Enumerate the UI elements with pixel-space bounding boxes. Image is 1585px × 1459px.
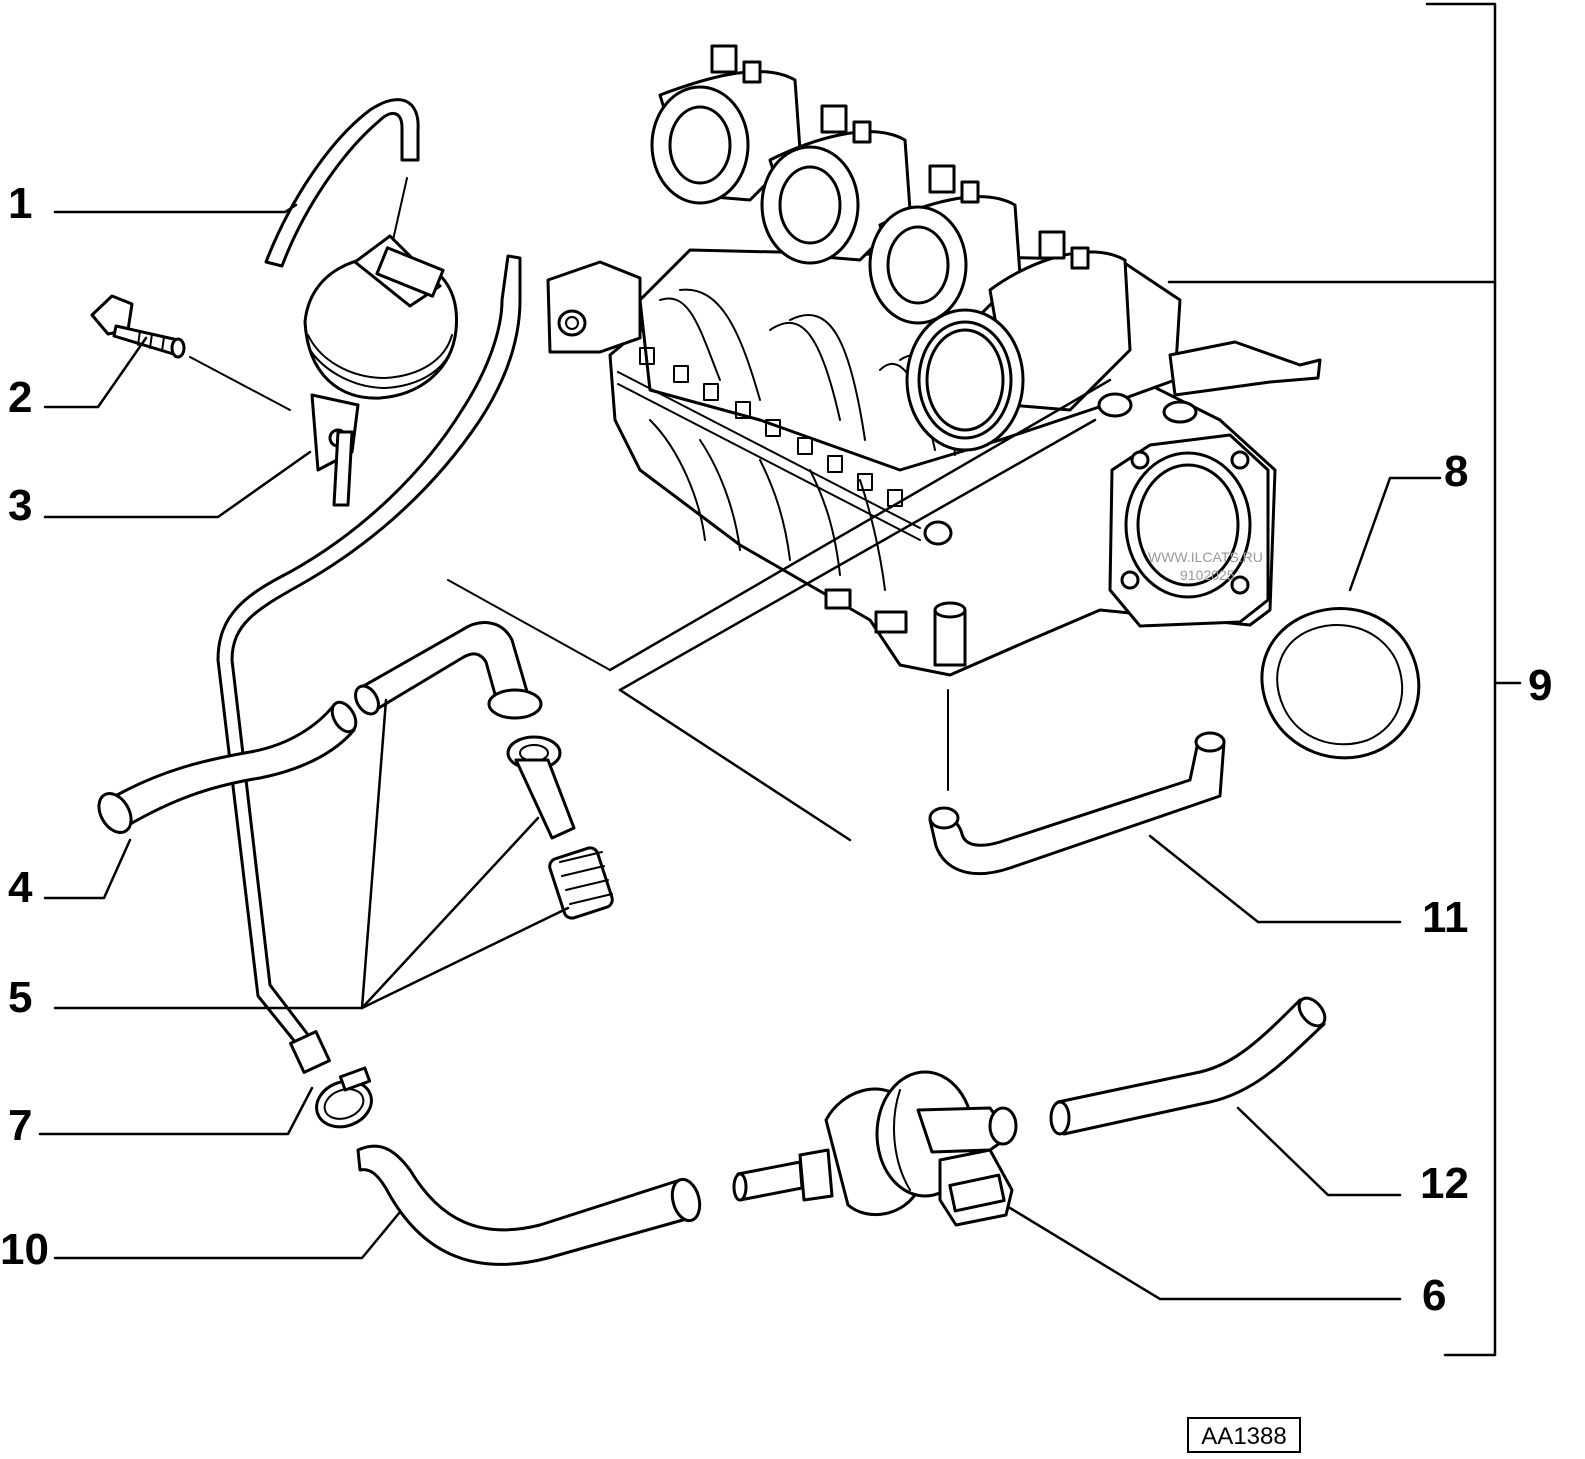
watermark-line-2: 9102025 — [1180, 567, 1235, 583]
callout-5: 5 — [8, 973, 32, 1022]
callout-6: 6 — [1422, 1271, 1446, 1320]
callout-11: 11 — [1422, 893, 1469, 942]
part-8-gasket — [1260, 607, 1421, 760]
callout-10: 10 — [0, 1225, 49, 1274]
part-11-hose — [928, 731, 1226, 876]
part-5-pipe — [354, 621, 543, 720]
callout-7: 7 — [8, 1101, 32, 1150]
part-5-spring — [548, 846, 614, 920]
explode-lines — [189, 177, 1112, 842]
long-hose — [216, 254, 522, 1074]
part-3-valve — [303, 234, 458, 507]
callout-9: 9 — [1528, 661, 1552, 710]
part-7-clamp — [315, 1066, 373, 1129]
reference-code: AA1388 — [1201, 1423, 1286, 1450]
callout-labels: 1 2 3 4 5 6 7 8 9 10 11 12 — [0, 179, 1552, 1320]
part-2-bolt — [90, 294, 186, 359]
callout-3: 3 — [8, 481, 32, 530]
group-bracket-9 — [1167, 2, 1522, 1357]
callout-2: 2 — [8, 373, 32, 422]
callout-4: 4 — [8, 863, 33, 912]
part-1-hose — [264, 98, 420, 268]
callout-1: 1 — [8, 179, 32, 228]
part-10-hose — [356, 1144, 702, 1266]
intake-manifold: WWW.ILCATS.RU 9102025 — [546, 44, 1322, 677]
part-4-hose — [97, 700, 358, 834]
part-5-valve-insert — [506, 735, 576, 840]
callout-8: 8 — [1444, 447, 1468, 496]
part-12-hose — [1049, 996, 1327, 1136]
reference-code-box: AA1388 — [1187, 1417, 1301, 1453]
callout-12: 12 — [1420, 1159, 1469, 1208]
watermark-line-1: WWW.ILCATS.RU — [1148, 549, 1263, 565]
leader-lines — [38, 203, 1442, 1301]
part-6-valve — [732, 1070, 1018, 1227]
